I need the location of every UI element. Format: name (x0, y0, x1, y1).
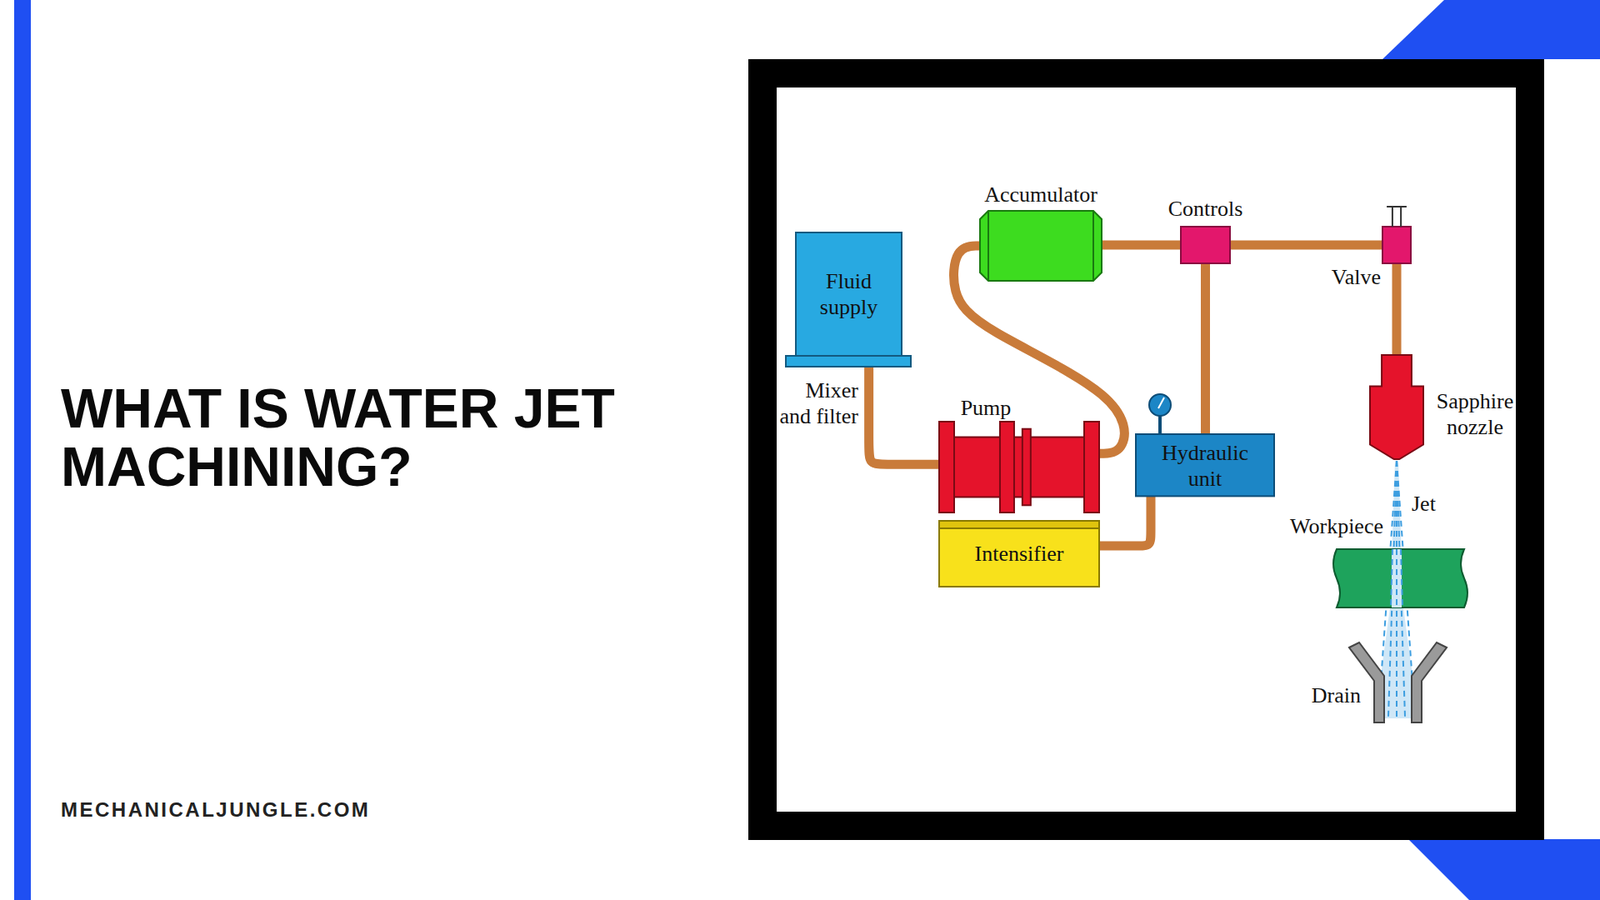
jet-stream (1400, 549, 1403, 608)
drain-funnel: Drain (1349, 642, 1447, 723)
drain-arm (1411, 642, 1447, 723)
part-label: Intensifier (975, 540, 1065, 567)
part-label: Sapphire nozzle (1428, 388, 1522, 440)
valve-handle (1386, 205, 1407, 208)
page-title: WHAT IS WATER JET MACHINING? (60, 379, 661, 496)
part-label: Controls (1168, 195, 1244, 222)
tank-base (785, 355, 911, 367)
shape-outline (1336, 549, 1465, 608)
pipe-connector (1200, 263, 1210, 435)
part-label: Mixer and filter (775, 377, 859, 430)
tank-seam (1092, 210, 1095, 281)
pipe-connector (869, 355, 940, 465)
pressure-gauge (1149, 394, 1171, 416)
valve-handle (1400, 206, 1402, 227)
part-label: Fluid supply (820, 268, 878, 320)
pump-flange (1022, 429, 1031, 506)
part-label: Drain (1311, 682, 1361, 709)
shape-outline (939, 421, 1100, 513)
corner-band (1382, 0, 1600, 60)
shape-outline (795, 232, 902, 356)
intensifier-unit: Intensifier (939, 520, 1100, 587)
part-label: Jet (1411, 491, 1436, 517)
part-label: Pump (960, 395, 1012, 421)
jet-stream (1395, 549, 1398, 608)
pipe-connector (1101, 240, 1181, 250)
valve-block: Valve (1382, 226, 1411, 264)
part-label: Hydraulic unit (1161, 439, 1249, 491)
workpiece-plate (1333, 549, 1468, 608)
control-block (1180, 226, 1230, 264)
drain-arm (1349, 642, 1385, 723)
accumulator-tank: Accumulator (980, 210, 1102, 281)
nozzle-body: Sapphire nozzle (1370, 355, 1424, 460)
hydraulic-unit: Hydraulic unit (1135, 434, 1275, 496)
workpiece-plate: Workpiece (1336, 549, 1465, 608)
pump-flange (1084, 421, 1100, 513)
shape-outline (1180, 226, 1230, 264)
intensifier-stripe (939, 520, 1100, 529)
pump-flange (1000, 421, 1015, 513)
controls-block: Controls (1180, 226, 1230, 264)
side-bar (14, 0, 31, 900)
shape-outline (1349, 642, 1447, 723)
fluid-supply-tank: Fluid supply (795, 232, 902, 356)
shape-outline (1382, 226, 1411, 264)
pipe-connector (1392, 263, 1402, 355)
valve-handle (1391, 206, 1394, 227)
tank-body (795, 232, 902, 356)
part-label: Accumulator (984, 181, 1098, 208)
jet-cut (1391, 549, 1402, 608)
part-label: Valve (1331, 264, 1381, 290)
pump-flange (939, 421, 955, 513)
hydraulic-body (1135, 434, 1275, 496)
tank-seam (987, 210, 990, 281)
part-label: Workpiece (1290, 513, 1384, 540)
valve-block (1382, 226, 1411, 264)
tank-body (980, 210, 1102, 281)
website-name: MECHANICALJUNGLE.COM (60, 798, 370, 822)
jet-stream (1390, 549, 1393, 608)
corner-band (1408, 839, 1600, 900)
nozzle-body (1370, 355, 1424, 460)
intensifier-body (939, 520, 1100, 587)
gauge-needle (1158, 397, 1165, 409)
pipe-connector (1099, 496, 1151, 546)
shape-outline (1370, 355, 1424, 460)
pipe-connector (1230, 240, 1383, 250)
pump-body (947, 437, 1091, 498)
shape-outline (980, 210, 1102, 281)
picture-frame (762, 73, 1530, 826)
pump-unit: Pump (939, 421, 1100, 513)
